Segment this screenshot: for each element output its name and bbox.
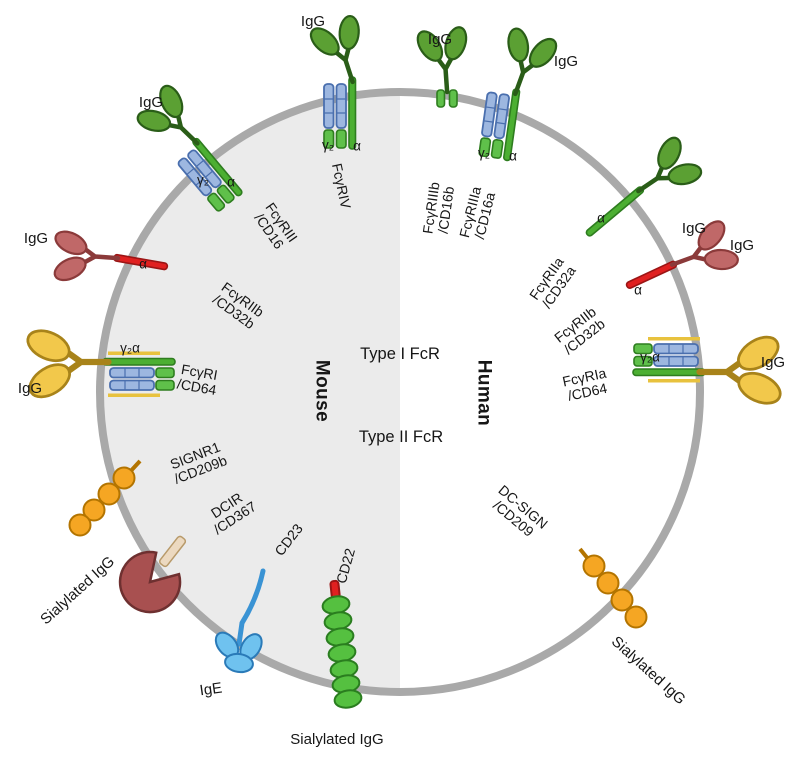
- chain-label-human-fcgriia-alpha: α: [597, 210, 605, 226]
- mouse-dcir-receptor: [118, 535, 187, 614]
- chain-label-human-fcgriiia-gamma2: γ₂: [478, 145, 490, 161]
- chain-label-human-fcgriiia-alpha: α: [509, 148, 517, 164]
- mouse-cd23-ige-complex: [214, 568, 266, 674]
- type1-fcr-label: Type I FcR: [360, 345, 440, 364]
- chain-label-mouse-fcgriv-gamma2: γ₂: [322, 137, 334, 153]
- ligand-label-mouse-fcgri-igg: IgG: [17, 379, 43, 397]
- cell-membrane-ring: [96, 88, 704, 696]
- chain-label-human-fcgria-gamma2alpha: γ₂α: [640, 349, 660, 365]
- ligand-label-mouse-fcgriib-igg: IgG: [23, 229, 49, 247]
- human-half-label: Human: [473, 359, 495, 427]
- ligand-label-mouse-cd23-ige: IgE: [198, 679, 224, 700]
- mouse-cd22-receptor: [321, 579, 363, 709]
- chain-label-mouse-fcgriv-alpha: α: [353, 138, 361, 154]
- ligand-label-mouse-fcgriv-igg: IgG: [300, 12, 326, 30]
- human-fcgriiib-complex: [412, 23, 474, 108]
- ligand-label-mouse-fcgriii-igg: IgG: [138, 93, 164, 111]
- chain-label-human-fcgriib-alpha: α: [634, 282, 642, 298]
- ligand-label-human-fcgria-igg: IgG: [760, 353, 786, 371]
- ligand-label-human-fcgriiib-igg: IgG: [427, 30, 453, 48]
- ligand-label-human-fcgriiia-igg: IgG: [553, 52, 579, 70]
- chain-label-mouse-fcgriii-gamma2: γ₂: [197, 172, 209, 188]
- mouse-fcgri-complex: [23, 325, 176, 404]
- ligand-label-human-fcgriib-igg: IgG: [729, 236, 755, 254]
- chain-label-mouse-fcgri-gamma2alpha: γ₂α: [120, 340, 140, 356]
- type2-fcr-label: Type II FcR: [358, 428, 444, 447]
- mouse-half-label: Mouse: [311, 359, 333, 423]
- ligand-label-human-fcgriia-igg: IgG: [681, 219, 707, 237]
- ligand-label-mouse-cd22-sialylated-igg: Sialylated IgG: [290, 730, 384, 748]
- human-dcsign-receptor: [578, 547, 648, 629]
- human-fcgria-complex: [632, 331, 785, 410]
- chain-label-mouse-fcgriib-alpha: α: [139, 256, 147, 272]
- mouse-signr1-receptor: [68, 459, 142, 537]
- chain-label-mouse-fcgriii-alpha: α: [227, 174, 235, 190]
